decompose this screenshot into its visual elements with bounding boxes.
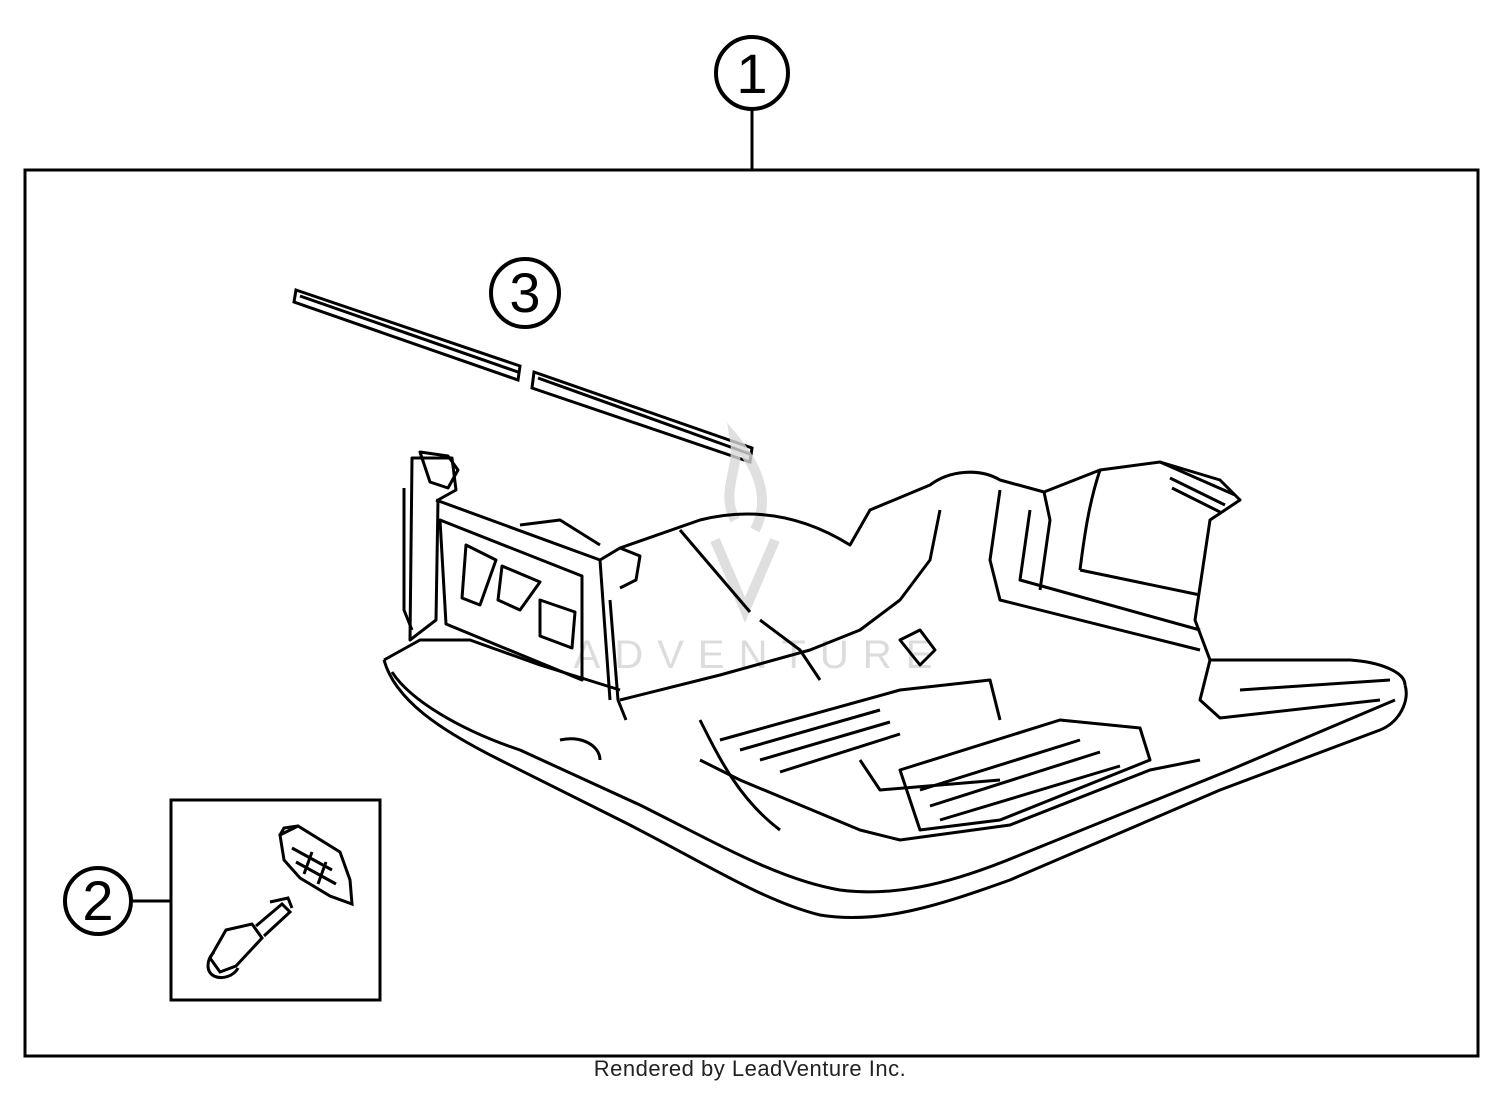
callout-1-label: 1 [736, 42, 767, 105]
fastener-kit-part[interactable] [206, 824, 354, 980]
fastener-kit-box [169, 798, 382, 1002]
watermark-logo [710, 422, 780, 623]
callout-3[interactable]: 3 [489, 257, 561, 329]
callout-2[interactable]: 2 [63, 866, 133, 936]
skid-plate-part[interactable] [382, 450, 1408, 920]
assembly-frame [23, 168, 1480, 1058]
callout-3-label: 3 [509, 261, 540, 324]
callout-1[interactable]: 1 [714, 35, 790, 111]
footer-credit: Rendered by LeadVenture Inc. [593, 1056, 907, 1081]
watermark-text: ADVENTURE [574, 633, 947, 677]
callout-2-label: 2 [82, 869, 113, 932]
